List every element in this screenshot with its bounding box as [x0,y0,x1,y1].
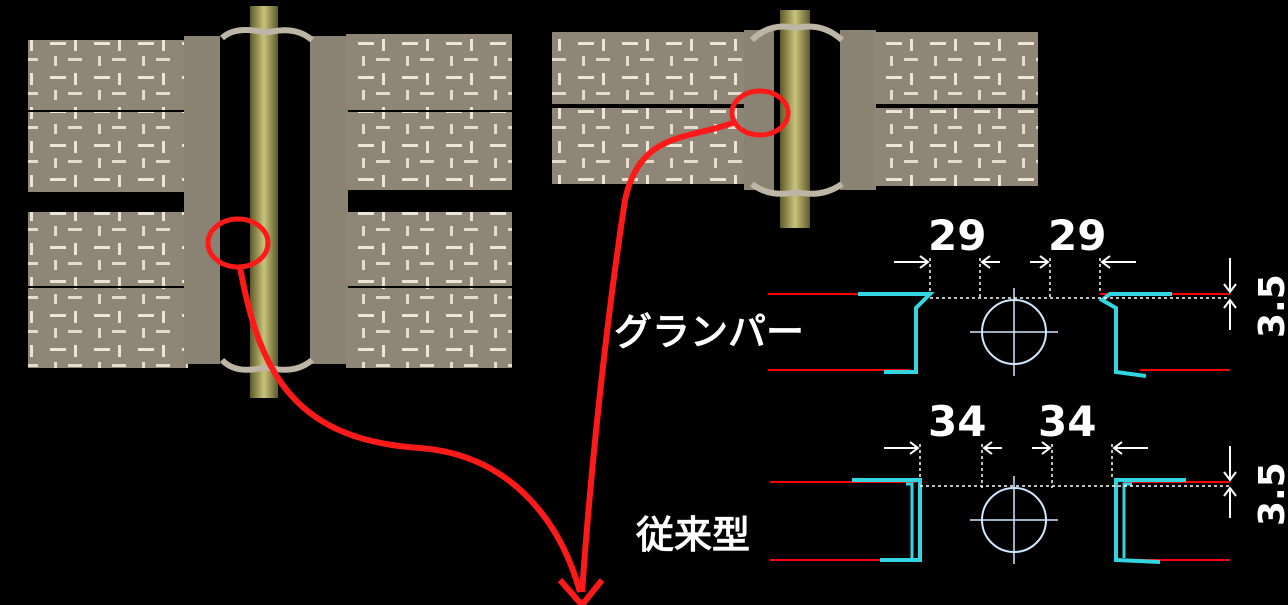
board-left-3 [28,212,188,286]
board-right-rail [310,36,348,364]
label-conventional: 従来型 [635,513,750,557]
dim-gramper-thickness: 3.5 [1252,274,1288,338]
board-left-4 [28,288,188,368]
detail-gramper: グランパー 29 29 3.5 [614,211,1288,378]
callout-curve-left [237,266,583,593]
callout-circle-right [729,88,791,138]
board-right-4 [346,288,512,368]
detail-conventional: 従来型 34 34 3.5 [635,397,1288,564]
callout-arrowhead [557,578,605,605]
clamp-top [219,27,314,43]
clamp-bottom [219,357,314,373]
callout-circle-left [205,216,271,270]
dim-gramper-left: 29 [928,211,986,260]
board-right-3 [346,212,512,286]
board-top-right-rail [840,30,876,190]
dim-conventional-left: 34 [928,397,986,446]
clamp-bottom-right [750,181,844,197]
board-right-2 [346,112,512,190]
board-left-rail [184,36,220,364]
dim-gramper-right: 29 [1048,211,1106,260]
board-top-left-1 [552,32,748,104]
dim-conventional-right: 34 [1038,397,1096,446]
board-top-left-rail [744,30,774,190]
hook-profile-left [858,292,935,374]
board-top-right-1 [874,32,1038,104]
hook-profile-left [852,478,922,562]
hook-profile-left-inner [906,482,914,558]
board-right-1 [346,34,512,110]
hook-profile-right-inner [1122,482,1132,558]
board-left-1 [28,40,188,110]
label-gramper: グランパー [614,310,804,354]
clamp-top-right [749,23,845,43]
dim-conventional-thickness: 3.5 [1252,462,1288,526]
photo-right [550,10,1038,228]
board-left-2 [28,112,188,192]
callout-curve-right [579,119,737,593]
scaffold-pipe [250,6,278,398]
hook-profile-right [1098,292,1172,378]
board-top-left-2 [552,108,748,184]
board-top-right-2 [874,108,1038,186]
photo-left [26,6,514,398]
hook-profile-right [1114,478,1186,564]
